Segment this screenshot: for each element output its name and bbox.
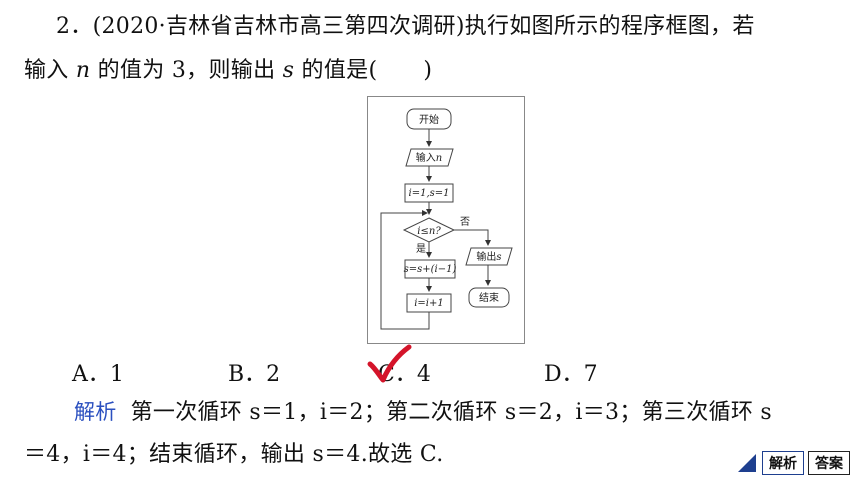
nav-triangle-icon — [738, 454, 756, 472]
update-s-node — [404, 259, 456, 279]
yes-label: 是 — [416, 243, 426, 255]
question-line-1: 2．(2020·吉林省吉林市高三第四次调研)执行如图所示的程序框图，若 — [56, 14, 755, 39]
solution-line-1: 解析第一次循环 s＝1，i＝2；第二次循环 s＝2，i＝3；第三次循环 s — [74, 394, 772, 426]
question-text-b: 的值为 3，则输出 — [90, 58, 283, 83]
var-n: n — [75, 58, 91, 83]
input-label: 输入n — [416, 151, 442, 164]
end-label: 结束 — [479, 291, 499, 304]
flowchart: 开始 输入n i=1,s=1 i≤n? 是 否 s=s+(i−1) i=i+1 … — [367, 96, 525, 344]
update-s-label: s=s+(i−1) — [404, 264, 457, 275]
update-i-label: i=i+1 — [414, 298, 444, 309]
loop-arrow — [380, 210, 430, 330]
output-label: 输出s — [476, 250, 501, 263]
no-arrow — [454, 229, 491, 246]
output-node — [465, 247, 513, 266]
question-text-a: 输入 — [24, 58, 76, 83]
start-label: 开始 — [419, 113, 439, 126]
option-a[interactable]: A．1 — [72, 362, 124, 387]
check-icon — [367, 344, 412, 383]
solution-label: 解析 — [74, 400, 117, 424]
answer-button[interactable]: 答案 — [808, 451, 850, 475]
end-node — [468, 287, 510, 308]
condition-label: i≤n? — [417, 226, 441, 237]
analysis-button[interactable]: 解析 — [762, 451, 804, 475]
option-d[interactable]: D．7 — [544, 362, 598, 387]
no-label: 否 — [460, 216, 470, 228]
question-line-2: 输入 n 的值为 3，则输出 s 的值是() — [24, 52, 432, 84]
flowchart-svg: 开始 输入n i=1,s=1 i≤n? 是 否 s=s+(i−1) i=i+1 … — [380, 108, 513, 330]
solution-line-2: ＝4，i＝4；结束循环，输出 s＝4.故选 C. — [24, 442, 444, 467]
input-node — [405, 148, 454, 167]
var-s: s — [282, 58, 295, 83]
init-label: i=1,s=1 — [409, 188, 450, 199]
option-b[interactable]: B．2 — [228, 362, 281, 387]
solution-text-1: 第一次循环 s＝1，i＝2；第二次循环 s＝2，i＝3；第三次循环 s — [130, 400, 773, 425]
question-text-c: 的值是( — [294, 58, 378, 83]
question-close-paren: ) — [423, 58, 433, 83]
nav-buttons: 解析 答案 — [738, 450, 850, 476]
